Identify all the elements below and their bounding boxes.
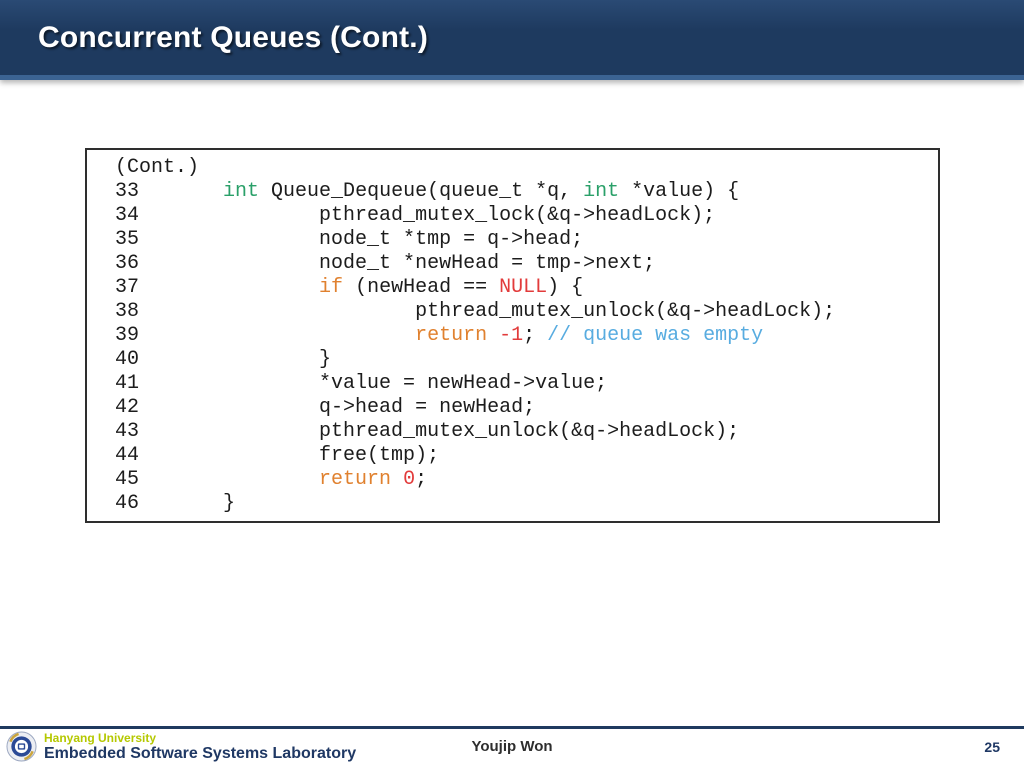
lab-brand: Hanyang University Embedded Software Sys… (6, 731, 356, 762)
university-name: Hanyang University (44, 730, 157, 745)
code-line: 33 int Queue_Dequeue(queue_t *q, int *va… (115, 180, 740, 203)
code-box: (Cont.)33 int Queue_Dequeue(queue_t *q, … (85, 148, 940, 523)
page-number: 25 (984, 738, 1000, 755)
code-line: 45 return 0; (115, 468, 428, 491)
code-line: 37 if (newHead == NULL) { (115, 276, 584, 299)
code-line: 43 pthread_mutex_unlock(&q->headLock); (115, 420, 740, 443)
slide-title: Concurrent Queues (Cont.) (38, 20, 429, 54)
code-line: 42 q->head = newHead; (115, 396, 536, 419)
code-line: 34 pthread_mutex_lock(&q->headLock); (115, 204, 716, 227)
code-line: (Cont.) (115, 156, 200, 179)
code-line: 44 free(tmp); (115, 444, 440, 467)
brand-text: Hanyang University Embedded Software Sys… (44, 730, 357, 762)
footer-content: Hanyang University Embedded Software Sys… (0, 729, 1024, 768)
code-line: 41 *value = newHead->value; (115, 372, 608, 395)
code-line: 35 node_t *tmp = q->head; (115, 228, 584, 251)
lab-name: Embedded Software Systems Laboratory (44, 744, 357, 762)
presenter-name: Youjip Won (471, 738, 553, 755)
slide-header: Concurrent Queues (Cont.) (0, 0, 1024, 80)
code-line: 40 } (115, 348, 332, 371)
code-line: 39 return -1; // queue was empty (115, 324, 764, 347)
slide-footer: Hanyang University Embedded Software Sys… (0, 726, 1024, 768)
hanyang-university-emblem-icon (6, 731, 37, 762)
code-line: 38 pthread_mutex_unlock(&q->headLock); (115, 300, 836, 323)
code-line: 46 } (115, 492, 236, 515)
code-line: 36 node_t *newHead = tmp->next; (115, 252, 656, 275)
